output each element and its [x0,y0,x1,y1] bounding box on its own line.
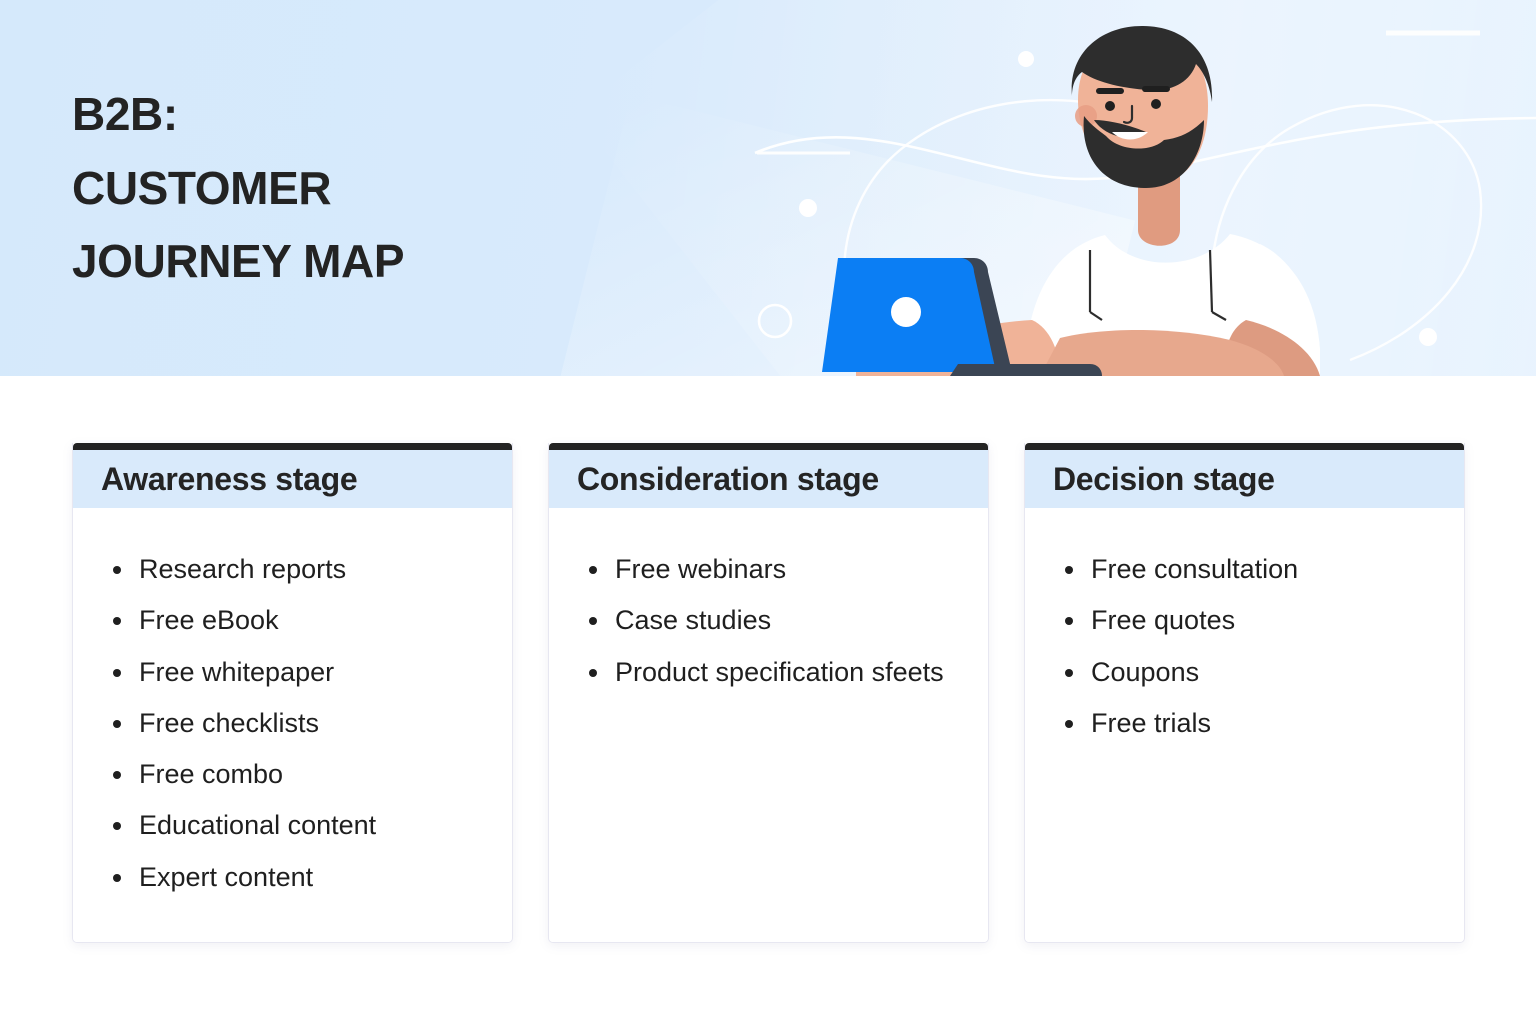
page-title: B2B: CUSTOMER JOURNEY MAP [72,78,405,299]
list-item: Free trials [1065,698,1442,749]
card-header-consideration: Consideration stage [549,450,988,508]
stage-card-awareness: Awareness stage Research reports Free eB… [72,443,513,943]
hero-illustration [822,26,1320,376]
card-title: Decision stage [1053,461,1275,497]
card-header-awareness: Awareness stage [73,450,512,508]
list-item: Free webinars [589,544,966,595]
stage-card-decision: Decision stage Free consultation Free qu… [1024,443,1465,943]
list-item: Product specification sfeets [589,647,966,698]
card-top-accent-bar [73,443,512,450]
list-item: Educational content [113,800,490,851]
title-line-3: JOURNEY MAP [72,235,405,288]
list-item: Free combo [113,749,490,800]
stage-cards-container: Awareness stage Research reports Free eB… [72,443,1466,943]
stage-item-list: Research reports Free eBook Free whitepa… [95,544,490,903]
card-body-decision: Free consultation Free quotes Coupons Fr… [1025,508,1464,942]
list-item: Case studies [589,595,966,646]
card-top-accent-bar [1025,443,1464,450]
card-body-consideration: Free webinars Case studies Product speci… [549,508,988,942]
list-item: Coupons [1065,647,1442,698]
list-item: Expert content [113,852,490,903]
title-line-2: CUSTOMER [72,161,332,214]
stage-item-list: Free webinars Case studies Product speci… [571,544,966,698]
list-item: Free quotes [1065,595,1442,646]
title-line-1: B2B: [72,88,178,140]
stage-item-list: Free consultation Free quotes Coupons Fr… [1047,544,1442,749]
list-item: Free eBook [113,595,490,646]
stage-card-consideration: Consideration stage Free webinars Case s… [548,443,989,943]
card-body-awareness: Research reports Free eBook Free whitepa… [73,508,512,942]
hero-banner: B2B: CUSTOMER JOURNEY MAP [0,0,1536,376]
card-title: Consideration stage [577,461,879,497]
list-item: Free consultation [1065,544,1442,595]
card-title: Awareness stage [101,461,358,497]
card-header-decision: Decision stage [1025,450,1464,508]
list-item: Research reports [113,544,490,595]
list-item: Free checklists [113,698,490,749]
card-top-accent-bar [549,443,988,450]
list-item: Free whitepaper [113,647,490,698]
